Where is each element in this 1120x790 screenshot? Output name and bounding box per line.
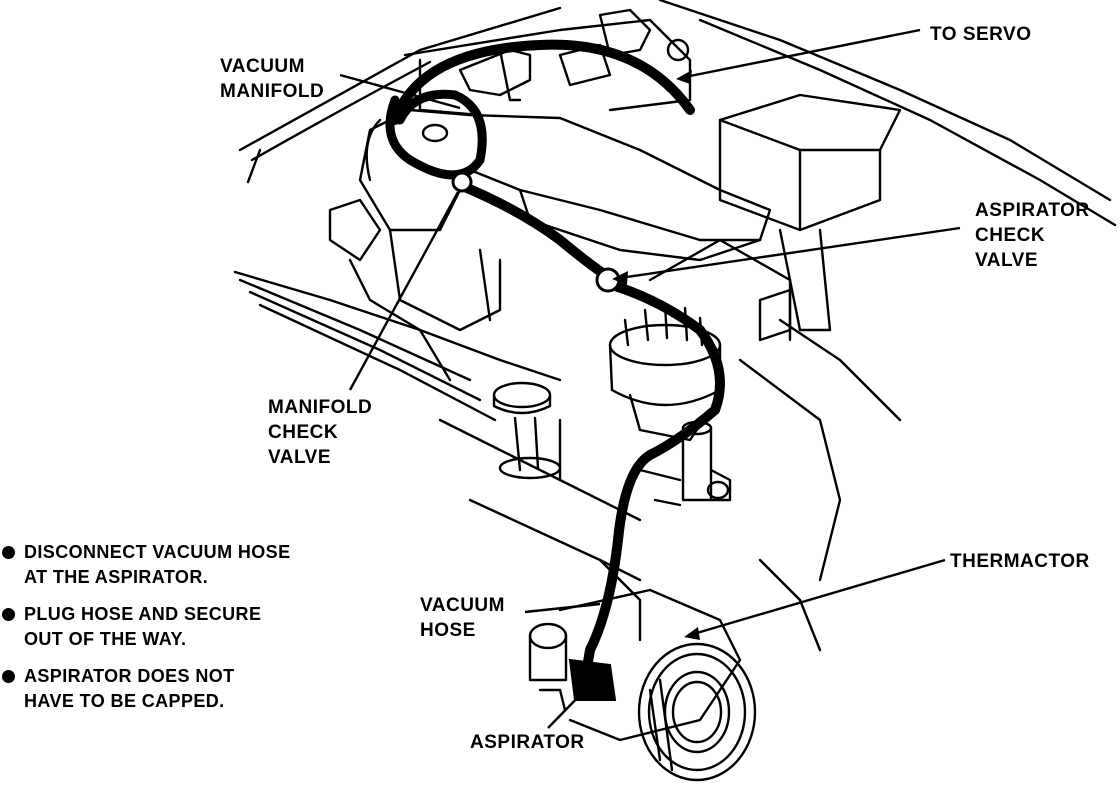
- bullet-icon: [2, 670, 15, 683]
- strut-tower: [648, 93, 902, 342]
- note-disconnect-hose: DISCONNECT VACUUM HOSE AT THE ASPIRATOR.: [2, 540, 290, 590]
- label-line: VALVE: [268, 447, 332, 468]
- label-line: VACUUM: [420, 595, 505, 616]
- hood-outline: [238, 0, 1117, 227]
- note-plug-hose: PLUG HOSE AND SECURE OUT OF THE WAY.: [2, 602, 261, 652]
- note-line: ASPIRATOR DOES NOT: [24, 666, 235, 686]
- label-line: MANIFOLD: [220, 81, 325, 102]
- bullet-icon: [2, 608, 15, 621]
- note-line: OUT OF THE WAY.: [24, 629, 187, 649]
- label-aspirator-check-valve: ASPIRATOR CHECK VALVE: [975, 198, 1090, 273]
- label-line: MANIFOLD: [268, 397, 373, 418]
- label-manifold-check-valve: MANIFOLD CHECK VALVE: [268, 395, 372, 470]
- note-line: DISCONNECT VACUUM HOSE: [24, 542, 291, 562]
- label-vacuum-hose: VACUUM HOSE: [420, 593, 505, 643]
- label-line: VACUUM: [220, 56, 305, 77]
- vacuum-hoses: [385, 39, 725, 685]
- label-line: HOSE: [420, 620, 476, 641]
- front-cover: [598, 318, 902, 652]
- bullet-icon: [2, 546, 15, 559]
- label-line: CHECK: [268, 422, 339, 443]
- pulley: [637, 642, 757, 782]
- arrowheads: [612, 70, 700, 640]
- label-thermactor: THERMACTOR: [950, 551, 1090, 572]
- oil-filler-cap: [492, 381, 562, 480]
- note-line: AT THE ASPIRATOR.: [24, 567, 209, 587]
- thermactor-pump: [528, 588, 742, 742]
- note-line: HAVE TO BE CAPPED.: [24, 691, 225, 711]
- label-aspirator: ASPIRATOR: [470, 732, 585, 753]
- leader-lines: [339, 28, 961, 729]
- engine-block: [233, 228, 642, 582]
- aspirator-body: [568, 658, 617, 701]
- label-vacuum-manifold: VACUUM MANIFOLD: [220, 54, 324, 104]
- note-aspirator-not-capped: ASPIRATOR DOES NOT HAVE TO BE CAPPED.: [2, 664, 235, 714]
- note-line: PLUG HOSE AND SECURE: [24, 604, 262, 624]
- label-to-servo: TO SERVO: [930, 24, 1032, 45]
- label-line: ASPIRATOR: [975, 200, 1090, 221]
- label-line: VALVE: [975, 250, 1039, 271]
- label-line: CHECK: [975, 225, 1046, 246]
